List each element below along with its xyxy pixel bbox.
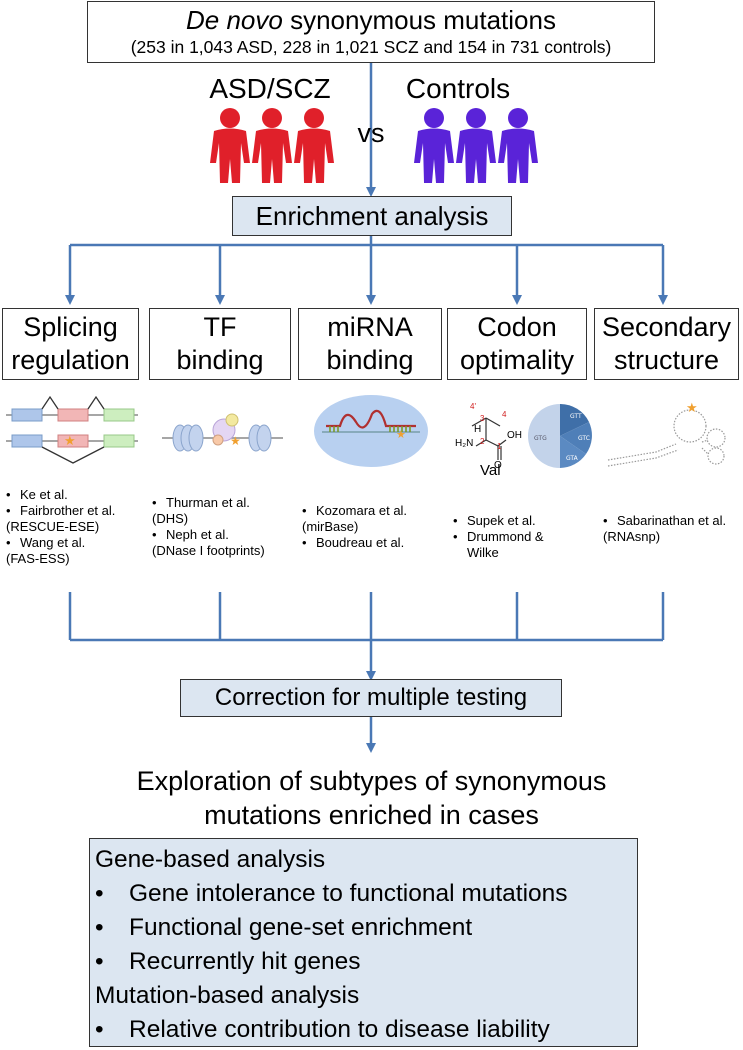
pie-label-gta: GTA (566, 455, 579, 462)
gene-item-2: •Functional gene-set enrichment (95, 911, 637, 945)
codon-oh-label: OH (507, 430, 522, 441)
ref-fairbrother: Fairbrother et al. (20, 503, 116, 518)
correction-box: Correction for multiple testing (180, 679, 562, 717)
pie-label-gtt: GTT (570, 413, 582, 420)
pie-label-gtc: GTC (578, 435, 590, 442)
codon-carbon-3: 3 (480, 414, 485, 423)
category-codon-line2: optimality (459, 345, 575, 375)
ref-supek: Supek et al. (467, 513, 536, 528)
category-splicing: Splicing regulation (2, 308, 139, 380)
enrichment-box: Enrichment analysis (232, 196, 512, 236)
codon-carbon-4p: 4' (470, 402, 476, 411)
pie-label-gtg: GTG (534, 435, 547, 442)
ref-thurman: Thurman et al. (166, 495, 250, 510)
header-title-rest: synonymous mutations (282, 5, 556, 35)
exploration-line1: Exploration of subtypes of synonymous (136, 766, 607, 796)
cases-label: ASD/SCZ (209, 73, 331, 104)
gene-item-2-text: Functional gene-set enrichment (129, 914, 473, 941)
ref-rescue-ese: (RESCUE-ESE) (6, 519, 100, 534)
category-codon: Codon optimality (447, 308, 587, 380)
header-title-italic: De novo (186, 5, 283, 35)
header-box: De novo synonymous mutations (253 in 1,0… (87, 1, 655, 63)
codon-h-label: H (474, 424, 482, 435)
ref-neph: Neph et al. (166, 527, 229, 542)
gene-item-1: •Gene intolerance to functional mutation… (95, 877, 637, 911)
refs-splicing: •Ke et al. •Fairbrother et al. (RESCUE-E… (6, 487, 148, 567)
mutation-based-heading: Mutation-based analysis (95, 982, 360, 1009)
mutation-item-1-text: Relative contribution to disease liabili… (129, 1016, 550, 1043)
exploration-text: Exploration of subtypes of synonymous mu… (60, 764, 683, 832)
ref-sabarinathan: Sabarinathan et al. (617, 513, 727, 528)
codon-carbon-2: 2 (480, 437, 485, 446)
refs-structure: •Sabarinathan et al. (RNAsnp) (603, 513, 743, 545)
category-splicing-line2: regulation (11, 345, 130, 375)
splicing-illustration: ★ (6, 395, 138, 464)
category-codon-line1: Codon (477, 312, 557, 342)
gene-item-3: •Recurrently hit genes (95, 945, 637, 979)
ref-rnasnp: (RNAsnp) (603, 529, 661, 544)
category-tf-line1: TF (203, 312, 237, 342)
category-tf: TF binding (149, 308, 291, 380)
codon-usage-pie: GTT GTC GTA GTG (528, 404, 592, 468)
category-structure: Secondary structure (594, 308, 739, 380)
header-subtitle: (253 in 1,043 ASD, 228 in 1,021 SCZ and … (130, 37, 612, 57)
controls-label: Controls (405, 73, 511, 104)
cases-people-icon (210, 108, 334, 183)
enrichment-label: Enrichment analysis (255, 201, 489, 231)
gene-based-heading: Gene-based analysis (95, 846, 326, 873)
category-mirna: miRNA binding (298, 308, 442, 380)
gene-item-3-text: Recurrently hit genes (129, 948, 361, 975)
ref-drummond: Drummond & (467, 529, 544, 544)
analysis-box: Gene-based analysis •Gene intolerance to… (89, 838, 638, 1047)
ref-ke: Ke et al. (20, 487, 68, 502)
mirna-illustration: ★ (314, 395, 428, 467)
ref-mirbase: (mirBase) (302, 519, 359, 534)
refs-mirna: •Kozomara et al. (mirBase) •Boudreau et … (302, 503, 442, 551)
category-structure-line1: Secondary (601, 312, 732, 342)
mutation-item-1: •Relative contribution to disease liabil… (95, 1013, 637, 1047)
tf-illustration: ★ (162, 413, 283, 452)
svg-text:★: ★ (686, 401, 698, 416)
ref-wilke: Wilke (467, 545, 499, 560)
ref-dhs: (DHS) (152, 511, 189, 526)
refs-tf: •Thurman et al. (DHS) •Neph et al. (DNas… (152, 495, 292, 559)
category-mirna-line1: miRNA (327, 312, 413, 342)
exploration-line2: mutations enriched in cases (204, 800, 539, 830)
correction-label: Correction for multiple testing (214, 684, 528, 711)
ref-fas-ess: (FAS-ESS) (6, 551, 70, 566)
ref-kozomara: Kozomara et al. (316, 503, 408, 518)
svg-text:★: ★ (230, 434, 241, 448)
codon-o-label: O (494, 460, 502, 471)
category-tf-line2: binding (176, 345, 264, 375)
refs-codon: •Supek et al. •Drummond & Wilke (453, 513, 583, 561)
category-structure-line2: structure (613, 345, 720, 375)
header-title: De novo synonymous mutations (88, 4, 654, 36)
rna-structure-illustration: ★ (607, 401, 726, 467)
svg-text:★: ★ (64, 434, 76, 449)
ref-wang: Wang et al. (20, 535, 86, 550)
codon-amino-acid-label: Val (480, 462, 501, 479)
vs-label: vs (357, 118, 385, 148)
category-mirna-line2: binding (326, 345, 414, 375)
codon-nh2-label: H₂N (455, 438, 474, 449)
category-splicing-line1: Splicing (23, 312, 118, 342)
gene-item-1-text: Gene intolerance to functional mutations (129, 880, 568, 907)
svg-text:★: ★ (396, 428, 406, 441)
controls-people-icon (414, 108, 538, 183)
ref-dnase-footprints: (DNase I footprints) (152, 543, 265, 558)
codon-carbon-1: 1 (497, 442, 502, 451)
codon-carbon-4: 4 (502, 410, 507, 419)
ref-boudreau: Boudreau et al. (316, 535, 405, 550)
